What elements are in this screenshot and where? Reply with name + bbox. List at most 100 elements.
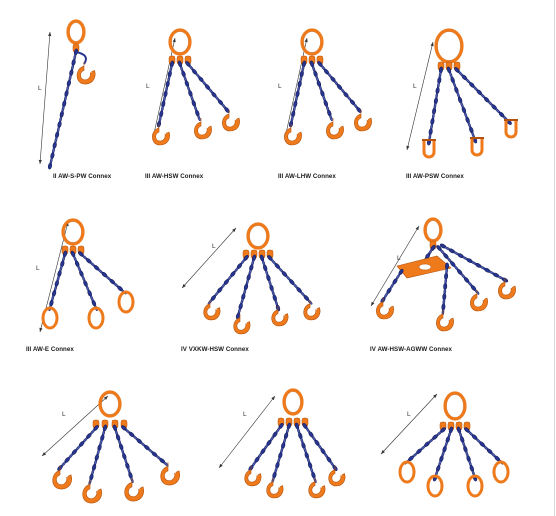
product-sling-9[interactable]: L: [215, 388, 355, 510]
sling-drawing: L: [146, 28, 240, 146]
product-sling-1[interactable]: L: [28, 18, 128, 170]
master-link: [443, 391, 467, 421]
hook-icon: [470, 290, 488, 312]
dimension-line: L: [406, 41, 434, 151]
master-link: [246, 222, 270, 250]
chain-leg: [177, 60, 201, 122]
chain-leg: [48, 250, 68, 312]
master-link: [434, 28, 464, 64]
hook-icon: [266, 478, 284, 499]
end-ring: [41, 306, 59, 330]
dimension-line: L: [181, 227, 237, 289]
chain-leg: [47, 48, 79, 170]
chain-leg: [426, 66, 444, 146]
dimension-letter: L: [36, 265, 40, 272]
master-link: [300, 28, 324, 56]
hook-icon: [284, 124, 302, 146]
hook-icon: [222, 110, 240, 132]
master-link: [61, 218, 85, 246]
chain-leg: [70, 250, 98, 312]
dimension-letter: L: [413, 83, 417, 90]
product-sling-8[interactable]: L: [28, 388, 193, 510]
chain-leg: [185, 61, 230, 113]
product-label-3: III AW-LHW Connex: [278, 173, 336, 180]
product-label-7: IV AW-HSW-AGWW Connex: [370, 346, 453, 353]
dimension-line: L: [380, 393, 438, 455]
product-sling-7[interactable]: L: [367, 212, 517, 340]
hook-icon: [160, 462, 180, 486]
sling-drawing: L: [36, 218, 135, 333]
chain-leg: [439, 243, 509, 283]
product-label-1: II AW-S-PW Connex: [53, 173, 112, 180]
hook-icon: [203, 300, 221, 321]
dimension-letter: L: [62, 411, 66, 418]
end-ring: [426, 474, 444, 498]
sling-drawing: L: [181, 222, 321, 335]
product-label-4: III AW-PSW Connex: [406, 173, 464, 180]
product-label-2: III AW-HSW Connex: [145, 173, 204, 180]
chain-leg: [436, 245, 480, 295]
master-link: [66, 19, 86, 45]
chain-leg: [57, 425, 99, 471]
dimension-letter: L: [38, 85, 42, 92]
chain-leg: [454, 67, 512, 125]
dimension-line: L: [218, 395, 276, 469]
chain-leg: [112, 424, 134, 484]
shackle-icon: [422, 140, 436, 159]
dimension-letter: L: [146, 83, 150, 90]
master-link: [168, 28, 192, 56]
product-sling-3[interactable]: L: [267, 28, 382, 156]
hook-icon: [498, 278, 516, 300]
chain-leg: [288, 60, 307, 128]
chain-leg: [446, 66, 478, 144]
hook-icon: [271, 306, 289, 327]
sling-drawing: L: [406, 28, 518, 159]
hook-icon: [308, 478, 326, 499]
right-edge-divider: [554, 0, 555, 516]
hook-icon: [244, 466, 262, 487]
product-sling-10[interactable]: L: [375, 388, 525, 510]
product-sling-5[interactable]: L: [28, 212, 143, 340]
dimension-line: L: [41, 395, 109, 457]
product-sling-4[interactable]: L: [397, 22, 527, 162]
sling-drawing: L: [38, 19, 96, 170]
chain-leg: [441, 262, 449, 316]
end-ring: [492, 460, 510, 484]
chain-leg: [464, 427, 504, 465]
chain-leg: [235, 254, 257, 320]
end-ring: [466, 474, 484, 498]
hook-icon: [376, 298, 394, 320]
end-ring: [87, 306, 105, 330]
dimension-letter: L: [397, 255, 401, 262]
dimension-line: L: [370, 225, 420, 307]
sling-drawing: L: [380, 391, 510, 498]
hook-icon: [124, 478, 144, 502]
chain-leg: [259, 254, 281, 312]
sling-drawing: L: [41, 390, 180, 504]
hook-icon: [233, 314, 251, 335]
hook-icon: [82, 480, 102, 504]
dimension-line: L: [38, 31, 52, 165]
chain-leg: [267, 255, 313, 305]
chain-leg: [78, 251, 127, 295]
master-link: [282, 388, 304, 416]
product-sling-2[interactable]: L: [135, 28, 250, 156]
product-sling-6[interactable]: L: [178, 218, 328, 340]
chain-leg: [88, 424, 108, 486]
chain-leg: [156, 60, 175, 128]
chain-leg: [380, 268, 404, 304]
hook-icon: [152, 124, 170, 146]
hook-icon: [303, 300, 321, 321]
sling-drawing: L: [370, 217, 516, 332]
chain-leg: [309, 60, 333, 122]
end-ring: [117, 290, 135, 314]
hook-icon: [436, 310, 454, 332]
chain-leg: [248, 422, 284, 472]
dimension-letter: L: [243, 411, 247, 418]
sling-drawing: L: [218, 388, 346, 499]
master-link: [423, 217, 443, 243]
hook-icon: [326, 118, 344, 140]
chain-leg: [302, 422, 338, 472]
chain-leg: [271, 422, 292, 484]
hook-icon: [194, 118, 212, 140]
